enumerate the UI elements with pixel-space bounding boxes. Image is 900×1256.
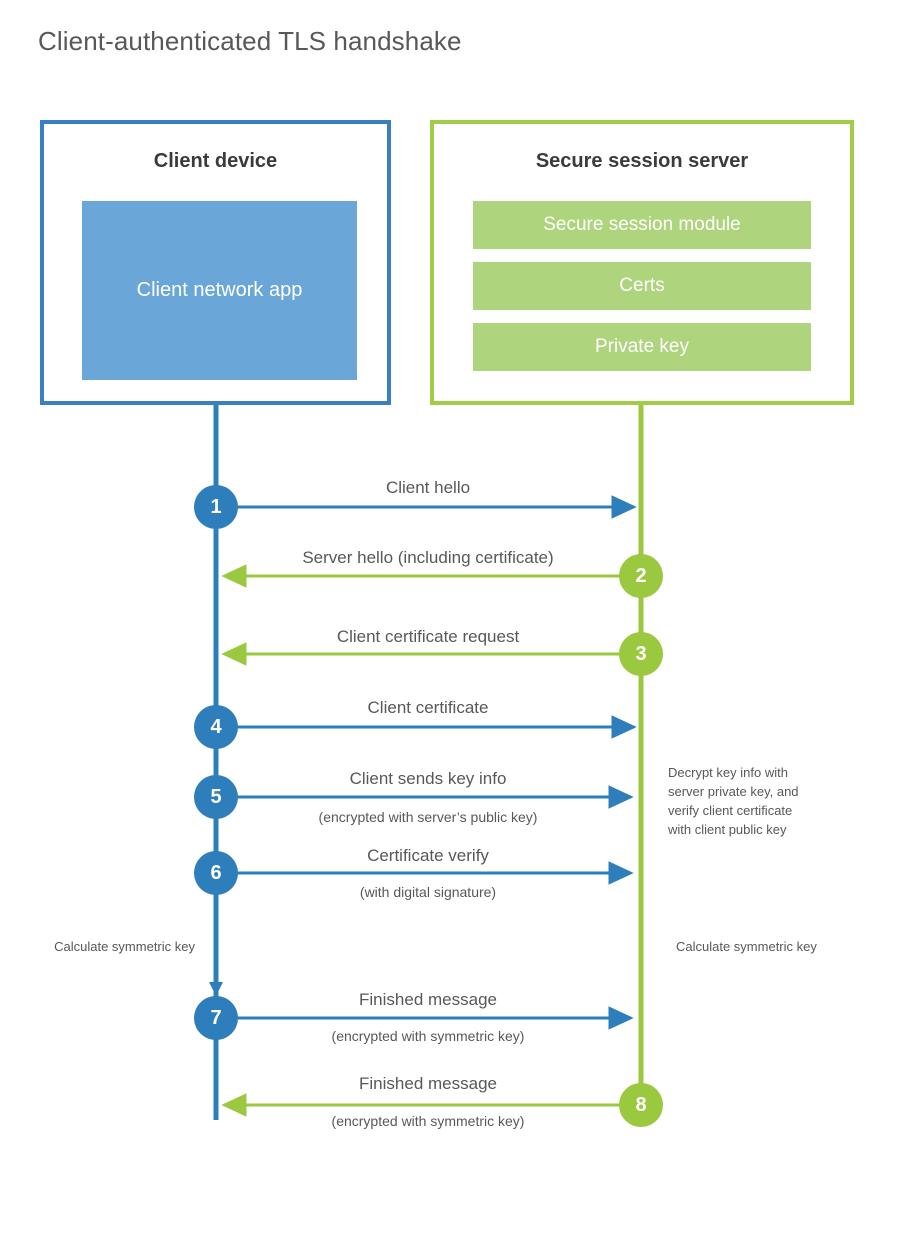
client-lifeline-arrowhead bbox=[209, 982, 223, 996]
server-decrypt-note-line-2: server private key, and bbox=[668, 783, 799, 799]
server-module-certs: Certs bbox=[473, 262, 811, 310]
step-badge-5: 5 bbox=[194, 775, 238, 819]
message-label-4: Client certificate bbox=[367, 698, 489, 717]
server-decrypt-note-line-1: Decrypt key info with bbox=[668, 765, 788, 780]
step-badge-6: 6 bbox=[194, 851, 238, 895]
client-device-title: Client device bbox=[153, 150, 278, 172]
server-decrypt-note-line-3: verify client certificate bbox=[668, 802, 793, 818]
server-module-private-key: Private key bbox=[473, 323, 811, 371]
message-label-6: Certificate verify bbox=[367, 846, 489, 865]
message-label-7: Finished message bbox=[359, 990, 497, 1009]
server-decrypt-note-line-4: with client public key bbox=[668, 821, 787, 837]
step-badge-4: 4 bbox=[194, 705, 238, 749]
step-badge-7: 7 bbox=[194, 996, 238, 1040]
message-sublabel-7: (encrypted with symmetric key) bbox=[331, 1028, 525, 1044]
client-network-app-block: Client network app bbox=[82, 201, 357, 380]
server-module-list: Secure session module Certs Private key bbox=[473, 201, 811, 371]
client-device-box: Client device Client network app bbox=[40, 120, 391, 405]
step-badge-8: 8 bbox=[619, 1083, 663, 1127]
step-badge-1: 1 bbox=[194, 485, 238, 529]
step-badge-2: 2 bbox=[619, 554, 663, 598]
message-label-5: Client sends key info bbox=[349, 769, 507, 788]
page-title: Client-authenticated TLS handshake bbox=[38, 26, 462, 56]
message-sublabel-6: (with digital signature) bbox=[359, 884, 497, 900]
message-label-2: Server hello (including certificate) bbox=[302, 548, 554, 567]
secure-session-server-box: Secure session server Secure session mod… bbox=[430, 120, 854, 405]
message-label-1: Client hello bbox=[385, 478, 471, 497]
secure-session-server-title: Secure session server bbox=[535, 150, 749, 172]
message-label-8: Finished message bbox=[359, 1074, 497, 1093]
client-calculate-symmetric-key-note: Calculate symmetric key bbox=[54, 939, 195, 954]
message-label-3: Client certificate request bbox=[336, 627, 520, 646]
server-module-secure-session-module: Secure session module bbox=[473, 201, 811, 249]
step-badge-3: 3 bbox=[619, 632, 663, 676]
server-decrypt-note: Decrypt key info with server private key… bbox=[668, 764, 858, 839]
message-sublabel-8: (encrypted with symmetric key) bbox=[331, 1113, 525, 1129]
server-calculate-symmetric-key-note: Calculate symmetric key bbox=[676, 939, 817, 954]
message-sublabel-5: (encrypted with server’s public key) bbox=[318, 809, 538, 825]
